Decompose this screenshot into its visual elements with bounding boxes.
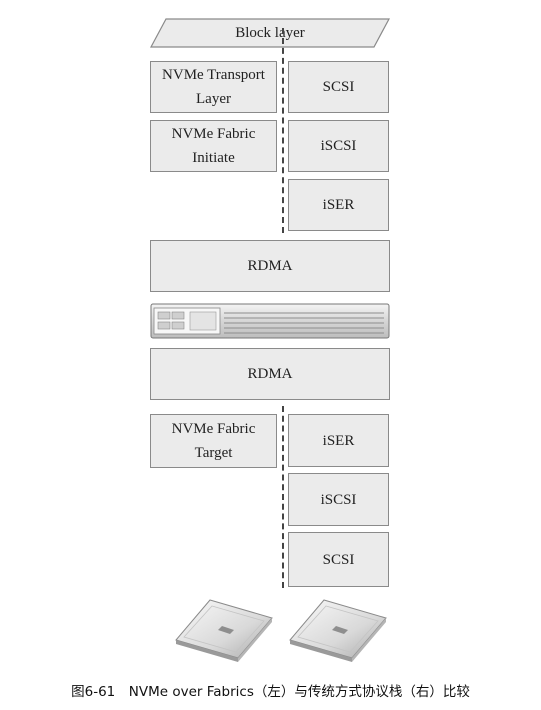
scsi-box-top: SCSI	[288, 61, 389, 113]
ssd-icon	[286, 596, 388, 664]
iscsi-box-top: iSCSI	[288, 120, 389, 172]
figure-caption: 图6-61 NVMe over Fabrics（左）与传统方式协议栈（右）比较	[71, 684, 470, 700]
block-layer-label: Block layer	[235, 24, 305, 41]
divider-top	[282, 28, 284, 233]
iscsi-box-bottom: iSCSI	[288, 473, 389, 526]
block-layer-shape	[150, 18, 390, 48]
divider-bottom	[282, 406, 284, 588]
ssd-drawing-left	[175, 599, 273, 662]
rdma-box-bottom: RDMA	[150, 348, 390, 400]
ssd-drawing-right	[289, 599, 387, 662]
rdma-box-top: RDMA	[150, 240, 390, 292]
scsi-label-bottom: SCSI	[322, 551, 355, 568]
server-rack-drawing	[150, 303, 390, 339]
block-layer: Block layer	[150, 18, 390, 48]
server-rack-icon	[150, 300, 390, 342]
nvme-fabric-target-label: NVMe Fabric Target	[171, 421, 256, 461]
iser-box-top: iSER	[288, 179, 389, 231]
nvme-transport-layer-box: NVMe Transport Layer	[150, 61, 277, 113]
iscsi-label-top: iSCSI	[320, 138, 357, 154]
nvme-fabric-target-box: NVMe Fabric Target	[150, 414, 277, 468]
scsi-label-top: SCSI	[322, 79, 355, 95]
iser-box-bottom: iSER	[288, 414, 389, 467]
nvme-transport-layer-label: NVMe Transport Layer	[162, 67, 265, 107]
iser-label-top: iSER	[322, 197, 355, 213]
nvme-fabric-initiate-label: NVMe Fabric Initiate	[171, 126, 256, 166]
nvme-fabric-initiate-box: NVMe Fabric Initiate	[150, 120, 277, 172]
iscsi-label-bottom: iSCSI	[320, 491, 357, 508]
rdma-label-top: RDMA	[247, 258, 293, 274]
ssd-icon	[172, 596, 274, 664]
scsi-box-bottom: SCSI	[288, 532, 389, 587]
rdma-label-bottom: RDMA	[247, 366, 293, 382]
iser-label-bottom: iSER	[322, 432, 355, 449]
